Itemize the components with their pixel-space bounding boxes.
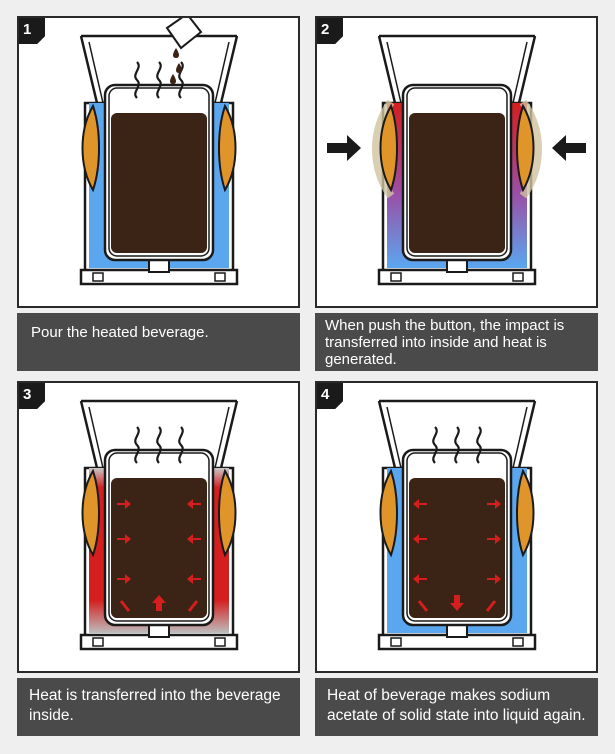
step-number-4: 4 <box>317 383 343 409</box>
cup-diagram-2 <box>327 34 586 286</box>
heat-arrow-icon <box>187 600 199 612</box>
cup <box>79 399 239 651</box>
heat-arrow-icon <box>187 534 201 544</box>
beverage <box>111 478 207 618</box>
base-foot <box>92 637 104 647</box>
right-pad <box>218 103 237 193</box>
shell-inner-edge <box>386 406 528 469</box>
caption-3: Heat is transferred into the beverage in… <box>17 678 300 736</box>
heat-arrow-icon <box>187 574 201 584</box>
cup-diagram-1 <box>79 18 239 286</box>
arrow-right-icon <box>327 135 361 161</box>
step-number-2: 2 <box>317 18 343 44</box>
caption-4: Heat of beverage makes sodium acetate of… <box>315 678 598 736</box>
shell-top-edge <box>377 400 537 469</box>
shell-top-edge <box>79 35 239 104</box>
caption-2: When push the button, the impact is tran… <box>315 313 598 371</box>
panel-3: 3 <box>17 381 300 673</box>
steam-icon <box>134 61 140 99</box>
left-pad <box>379 468 398 558</box>
panel-1: 1 <box>17 16 300 308</box>
base-foot <box>390 637 402 647</box>
inner-glass-wall <box>406 87 508 257</box>
beverage <box>409 113 505 253</box>
shell-top-edge <box>377 35 537 104</box>
heat-arrow-icon <box>187 499 201 509</box>
left-pad <box>379 103 398 193</box>
base-foot <box>512 272 524 282</box>
steam-icon <box>178 61 184 99</box>
heat-arrow-icon <box>487 499 501 509</box>
steam-icon <box>178 426 184 464</box>
heat-arrow-icon <box>117 499 131 509</box>
cup <box>327 34 586 286</box>
heat-arrow-icon <box>413 534 427 544</box>
cup <box>377 399 537 651</box>
beverage <box>111 113 207 253</box>
heat-arrow-icon <box>450 595 464 611</box>
base-foot <box>214 272 226 282</box>
coffee-drop-icon <box>173 48 179 58</box>
beverage <box>409 478 505 618</box>
heat-arrow-icon <box>417 600 429 612</box>
press-motion <box>519 99 542 199</box>
heat-arrow-icon <box>413 574 427 584</box>
heat-arrow-icon <box>487 534 501 544</box>
heat-arrow-icon <box>413 499 427 509</box>
heat-arrow-icon <box>487 574 501 584</box>
cup-diagram-4 <box>377 399 537 651</box>
sachet <box>165 18 203 50</box>
steam-icon <box>454 426 460 464</box>
heat-arrow-icon <box>117 534 131 544</box>
panel-2: 2 <box>315 16 598 308</box>
left-pad <box>81 468 100 558</box>
base-foot <box>214 637 226 647</box>
shell-inner-edge <box>88 406 230 469</box>
shell-inner-edge <box>88 41 230 104</box>
cup-diagram-3 <box>79 399 239 651</box>
heat-arrow-icon <box>117 574 131 584</box>
arrow-right-icon <box>552 135 586 161</box>
press-motion <box>372 99 395 199</box>
shell-top-edge <box>79 400 239 469</box>
right-pad <box>516 103 535 193</box>
heat-arrow-icon <box>119 600 131 612</box>
left-pad <box>81 103 100 193</box>
heat-arrow-icon <box>485 600 497 612</box>
coffee-drop-icon <box>176 63 182 73</box>
step-number-3: 3 <box>19 383 45 409</box>
right-pad <box>218 468 237 558</box>
cup <box>79 18 239 286</box>
right-pad <box>516 468 535 558</box>
panel-4: 4 <box>315 381 598 673</box>
shell-inner-edge <box>386 41 528 104</box>
coffee-drop-icon <box>170 74 176 84</box>
base-foot <box>92 272 104 282</box>
steam-icon <box>476 426 482 464</box>
step-number-1: 1 <box>19 18 45 44</box>
steam-icon <box>156 61 162 99</box>
steam-icon <box>134 426 140 464</box>
base-foot <box>390 272 402 282</box>
base-foot <box>512 637 524 647</box>
steam-icon <box>156 426 162 464</box>
caption-1: Pour the heated beverage. <box>17 313 300 371</box>
heat-arrow-icon <box>152 595 166 611</box>
steam-icon <box>432 426 438 464</box>
